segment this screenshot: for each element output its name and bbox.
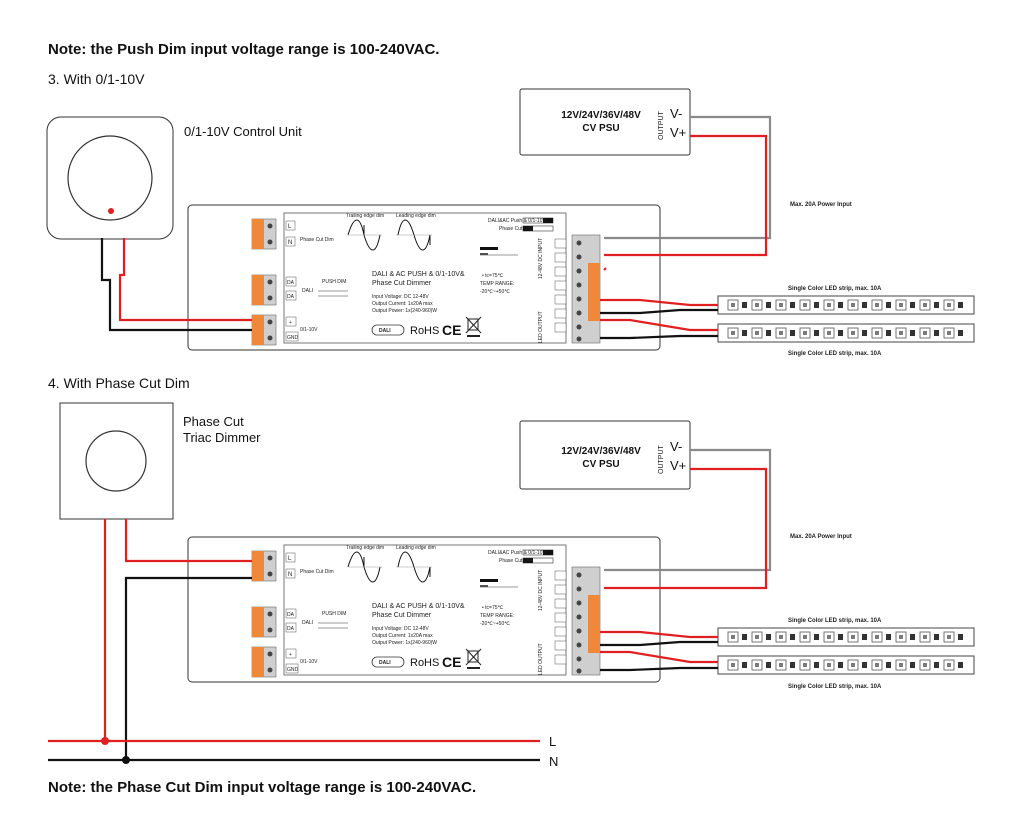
psu-bottom-line2: CV PSU — [582, 459, 619, 470]
note-top: Note: the Push Dim input voltage range i… — [48, 41, 439, 58]
dimmer-bottom-N: N — [288, 572, 292, 578]
dimmer-top-spec2: Output Current: 1x20A max — [372, 301, 433, 307]
control-unit-0-10v — [46, 116, 174, 240]
psu-bottom-vplus: V+ — [670, 458, 686, 473]
wires-bottom — [103, 448, 772, 760]
led-strip-label-top-1: Single Color LED strip, max. 10A — [788, 286, 882, 292]
dimmer-top-010v-term: 0/1-10V — [300, 327, 318, 333]
dimmer-top-led-output: LED OUTPUT — [538, 311, 544, 343]
dimmer-top-DA1: DA — [287, 280, 295, 286]
dimmer-top-L: L — [288, 224, 292, 230]
dimmer-bottom-title2: Phase Cut Dimmer — [372, 612, 432, 619]
dimmer-bottom-dali-logo: DALI — [379, 660, 391, 666]
led-strip-top-2 — [717, 323, 975, 343]
dimmer-bottom-temp: TEMP RANGE: — [480, 613, 514, 619]
dimmer-module-bottom: L N Phase Cut Dim Trailing edge dim Lead… — [187, 536, 661, 683]
phase-cut-label-line1: Phase Cut — [183, 414, 244, 429]
psu-top-output-label: OUTPUT — [658, 111, 665, 141]
dimmer-top-title1: DALI & AC PUSH & 0/1-10V& — [372, 271, 465, 278]
mains-N-label: N — [549, 754, 558, 769]
led-strip-top-1 — [717, 295, 975, 315]
dimmer-top-temp-range: -20℃~+50℃ — [480, 289, 510, 295]
mains-lines — [48, 737, 540, 764]
dimmer-bottom-spec1: Input Voltage: DC 12-48V — [372, 626, 429, 632]
psu-bottom-output-label: OUTPUT — [658, 445, 665, 475]
led-strip-label-top-2: Single Color LED strip, max. 10A — [788, 351, 882, 357]
dimmer-bottom-gnd: GND — [287, 667, 299, 673]
psu-top-line2: CV PSU — [582, 123, 619, 134]
power-input-label-bottom: Max. 20A Power Input — [790, 534, 852, 540]
dimmer-top-switch2: Phase Cut DIM — [499, 226, 533, 232]
dimmer-top-push-dim: PUSH DIM — [322, 279, 346, 285]
section-3-title: 3. With 0/1-10V — [48, 71, 145, 87]
dimmer-top-spec3: Output Power: 1x(240-960)W — [372, 308, 437, 314]
led-strip-bottom-1 — [717, 627, 975, 647]
dimmer-bottom-spec3: Output Power: 1x(240-960)W — [372, 640, 437, 646]
dimmer-bottom-temp-range: -20℃~+50℃ — [480, 621, 510, 627]
led-strip-label-bottom-1: Single Color LED strip, max. 10A — [788, 618, 882, 624]
dimmer-bottom-phase-cut-label: Phase Cut Dim — [300, 569, 334, 575]
mains-L-label: L — [549, 734, 556, 749]
dimmer-bottom-leading-label: Leading edge dim — [396, 545, 436, 551]
dimmer-bottom-dali-label: DALI — [302, 620, 313, 626]
dimmer-bottom-L: L — [288, 556, 292, 562]
dimmer-bottom-led-output: LED OUTPUT — [538, 643, 544, 675]
dimmer-bottom-DA1: DA — [287, 612, 295, 618]
dimmer-top-rohs: RoHS — [410, 325, 439, 337]
dimmer-module-top: L N Phase Cut Dim Trailing edge dim Lead… — [187, 204, 661, 351]
control-unit-0-10v-label: 0/1-10V Control Unit — [184, 124, 302, 139]
dimmer-top-leading-label: Leading edge dim — [396, 213, 436, 219]
dimmer-top-dali-label: DALI — [302, 288, 313, 294]
section-4-title: 4. With Phase Cut Dim — [48, 375, 190, 391]
power-input-label-top: Max. 20A Power Input — [790, 202, 852, 208]
indicator-dot-icon — [108, 208, 114, 214]
dimmer-top-gnd: GND — [287, 335, 299, 341]
dimmer-top-spec1: Input Voltage: DC 12-48V — [372, 294, 429, 300]
dimmer-top-switch1: DALI&AC Push & 0/1-10V — [488, 218, 546, 224]
dimmer-bottom-push-dim: PUSH DIM — [322, 611, 346, 617]
dimmer-bottom-plus: + — [289, 652, 292, 658]
dimmer-top-plus: + — [289, 320, 292, 326]
psu-top: 12V/24V/36V/48V CV PSU OUTPUT V- V+ — [519, 88, 691, 156]
dimmer-top-tc: • tc=75℃ — [482, 273, 504, 279]
dimmer-bottom-tc: • tc=75℃ — [482, 605, 504, 611]
psu-top-line1: 12V/24V/36V/48V — [561, 110, 641, 121]
junction-N-icon — [122, 756, 130, 764]
psu-top-vplus: V+ — [670, 125, 686, 140]
dimmer-bottom-switch1: DALI&AC Push & 0/1-10V — [488, 550, 546, 556]
dimmer-top-phase-cut-label: Phase Cut Dim — [300, 237, 334, 243]
dimmer-bottom-spec2: Output Current: 1x20A max — [372, 633, 433, 639]
dimmer-bottom-010v-term: 0/1-10V — [300, 659, 318, 665]
dimmer-bottom-title1: DALI & AC PUSH & 0/1-10V& — [372, 603, 465, 610]
phase-cut-label-line2: Triac Dimmer — [183, 430, 261, 445]
dimmer-bottom-DA2: DA — [287, 626, 295, 632]
note-bottom: Note: the Phase Cut Dim input voltage ra… — [48, 779, 476, 796]
dimmer-bottom-switch2: Phase Cut DIM — [499, 558, 533, 564]
control-unit-phase-cut — [59, 402, 174, 520]
dimmer-knob-icon — [67, 135, 153, 221]
dimmer-top-input-dc: 12-48V DC INPUT — [538, 238, 544, 279]
dimmer-top-N: N — [288, 240, 292, 246]
led-strip-bottom-2 — [717, 655, 975, 675]
dimmer-bottom-ce: CE — [442, 654, 461, 670]
dimmer-top-title2: Phase Cut Dimmer — [372, 280, 432, 287]
wires-top — [100, 115, 772, 340]
psu-top-vminus: V- — [670, 106, 682, 121]
triac-knob-icon — [85, 430, 147, 492]
dimmer-top-temp: TEMP RANGE: — [480, 281, 514, 287]
dimmer-bottom-trailing-label: Trailing edge dim — [346, 545, 384, 551]
psu-bottom-line1: 12V/24V/36V/48V — [561, 446, 641, 457]
dimmer-top-DA2: DA — [287, 294, 295, 300]
junction-L-icon — [101, 737, 109, 745]
dimmer-top-trailing-label: Trailing edge dim — [346, 213, 384, 219]
dimmer-top-dali-logo: DALI — [379, 328, 391, 334]
psu-bottom-vminus: V- — [670, 439, 682, 454]
dimmer-top-ce: CE — [442, 322, 461, 338]
dimmer-bottom-input-dc: 12-48V DC INPUT — [538, 570, 544, 611]
psu-bottom: 12V/24V/36V/48V CV PSU OUTPUT V- V+ — [519, 420, 691, 490]
dimmer-bottom-rohs: RoHS — [410, 657, 439, 669]
led-strip-label-bottom-2: Single Color LED strip, max. 10A — [788, 684, 882, 690]
